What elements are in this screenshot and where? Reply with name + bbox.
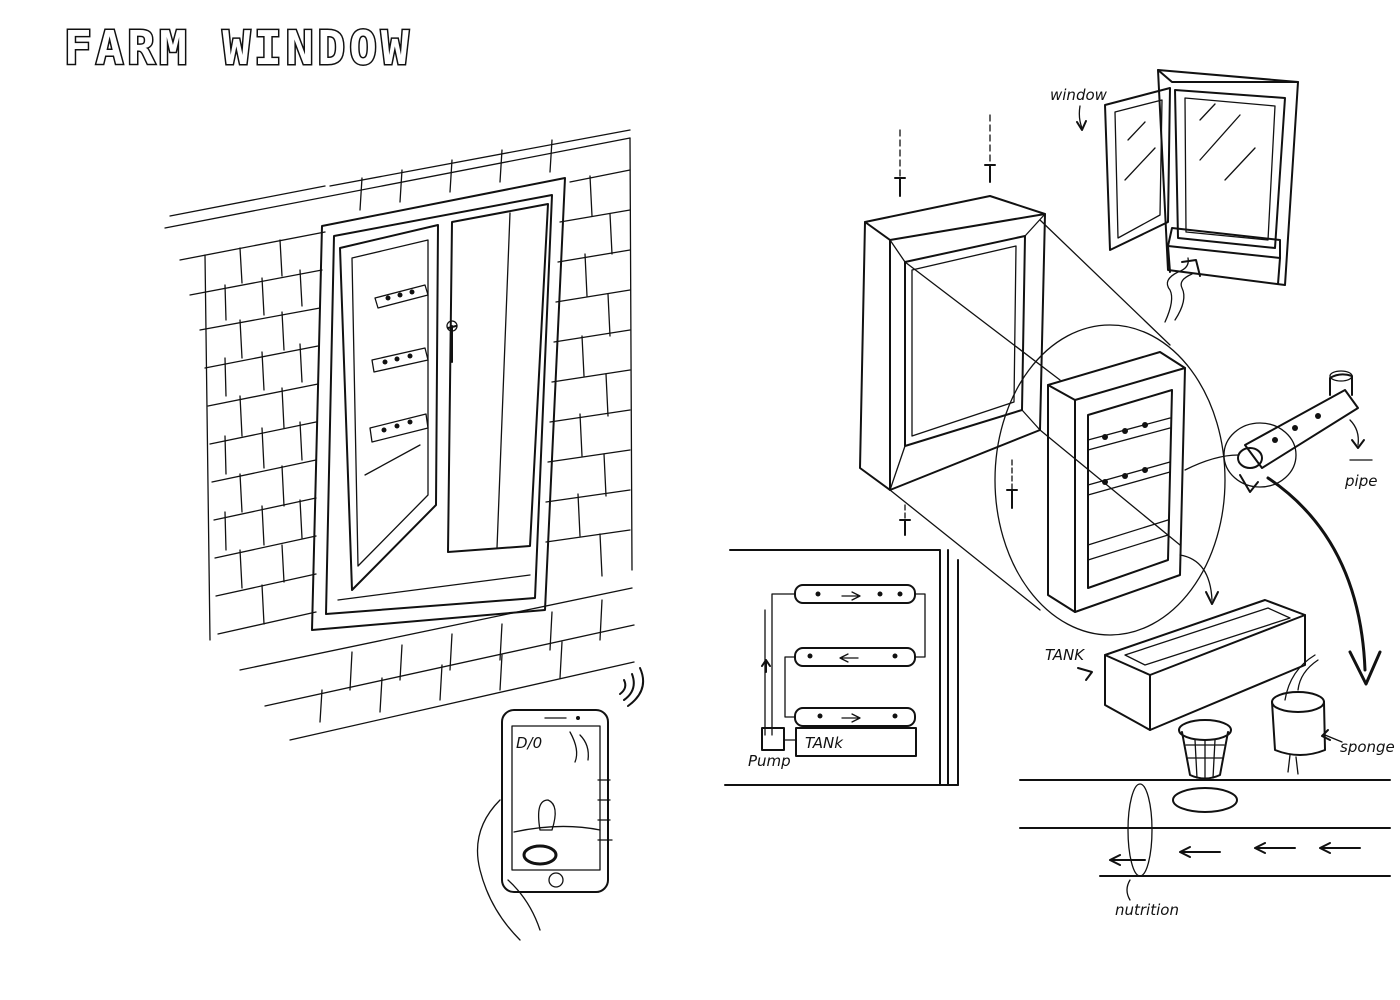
nutrition-label: nutrition xyxy=(1115,901,1179,919)
pump-label: Pump xyxy=(748,752,791,770)
sponge-label: sponge xyxy=(1340,738,1395,756)
sketch-title: FARM WINDOW xyxy=(64,21,413,75)
window-cabinet-sketch: window xyxy=(1050,70,1298,322)
tank-label: TANK xyxy=(1045,646,1085,664)
brick-wall-window-sketch xyxy=(165,130,634,740)
wifi-signal-icon xyxy=(620,668,643,706)
plumbing-inset-sketch: TANk Pump xyxy=(725,550,958,785)
phone-screen-text: D/0 xyxy=(516,734,542,752)
tank-sketch: TANK sponge nutrition xyxy=(1020,600,1395,919)
pipe-label: pipe xyxy=(1344,472,1377,490)
smartphone-sketch: D/0 xyxy=(478,668,644,940)
exploded-frame-sketch xyxy=(860,115,1238,635)
window-label: window xyxy=(1050,86,1108,104)
inset-tank-label: TANk xyxy=(805,734,844,752)
